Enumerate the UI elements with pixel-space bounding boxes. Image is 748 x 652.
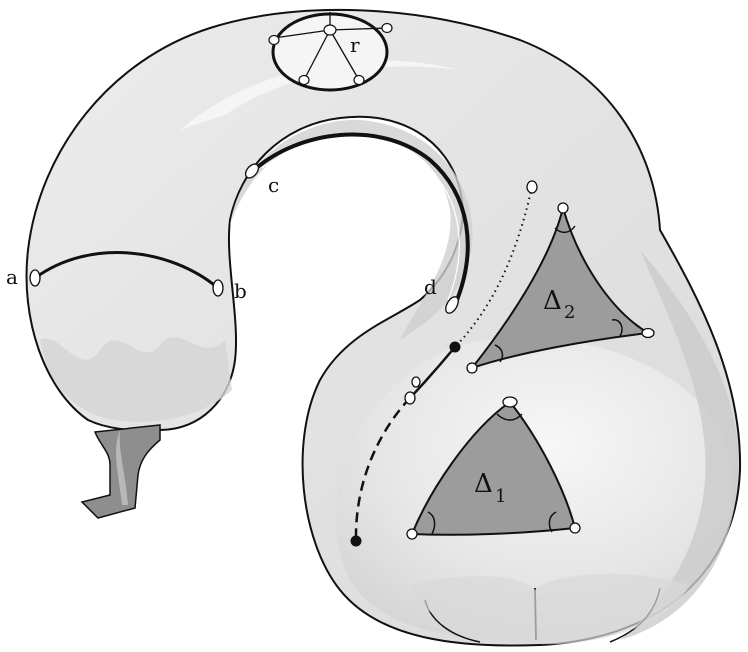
dashed-end-point — [351, 536, 362, 547]
delta2-vertex-left — [467, 363, 477, 373]
delta1-vertex-top — [503, 397, 517, 407]
label-r: r — [350, 33, 360, 57]
point-a — [30, 270, 40, 286]
label-b: b — [234, 279, 247, 303]
dotted-start-point — [527, 181, 537, 193]
label-delta1-sub: 1 — [495, 486, 506, 507]
label-a: a — [6, 265, 18, 289]
label-c: c — [268, 173, 279, 197]
label-d: d — [424, 275, 437, 299]
path-mid-point — [405, 392, 415, 404]
label-delta2: Δ — [543, 286, 562, 316]
point-b — [213, 280, 223, 296]
label-delta1: Δ — [474, 469, 493, 499]
delta1-vertex-right — [570, 523, 580, 533]
label-delta2-sub: 2 — [564, 302, 575, 323]
path-mid-point-2 — [412, 377, 420, 387]
delta2-vertex-top — [558, 203, 568, 213]
delta2-vertex-right — [642, 329, 654, 338]
delta1-vertex-left — [407, 529, 417, 539]
